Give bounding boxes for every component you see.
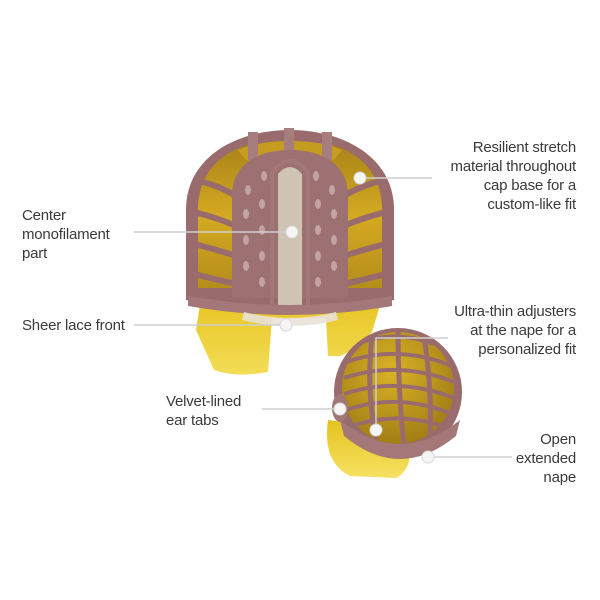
leader-adjusters: [375, 337, 448, 430]
dot-lace-front: [279, 318, 293, 332]
callout-monofilament-part: Center monofilament part: [22, 207, 110, 262]
callout-ear-tabs: Velvet-lined ear tabs: [166, 393, 242, 429]
front-mesh-dots: [243, 171, 337, 287]
callout-lace-front: Sheer lace front: [22, 317, 125, 334]
back-nape-band: [340, 420, 460, 459]
leader-lines: [134, 177, 512, 458]
callout-dots: [279, 171, 435, 464]
callout-nape: Open extended nape: [515, 431, 576, 486]
callout-adjusters: Ultra-thin adjusters at the nape for a p…: [454, 303, 576, 358]
dot-mono-part: [285, 225, 299, 239]
dot-nape: [421, 450, 435, 464]
front-cap-view: [186, 128, 394, 375]
front-cap-bands-top: [248, 128, 332, 160]
dot-adjusters: [369, 423, 383, 437]
callout-stretch-material: Resilient stretch material throughout ca…: [450, 139, 577, 213]
lace-front: [242, 312, 338, 326]
dot-ear-tabs: [333, 402, 347, 416]
mono-part-border: [270, 159, 310, 310]
dot-stretch: [353, 171, 367, 185]
back-cap-view: [326, 328, 462, 478]
front-cap-perimeter: [188, 296, 392, 315]
